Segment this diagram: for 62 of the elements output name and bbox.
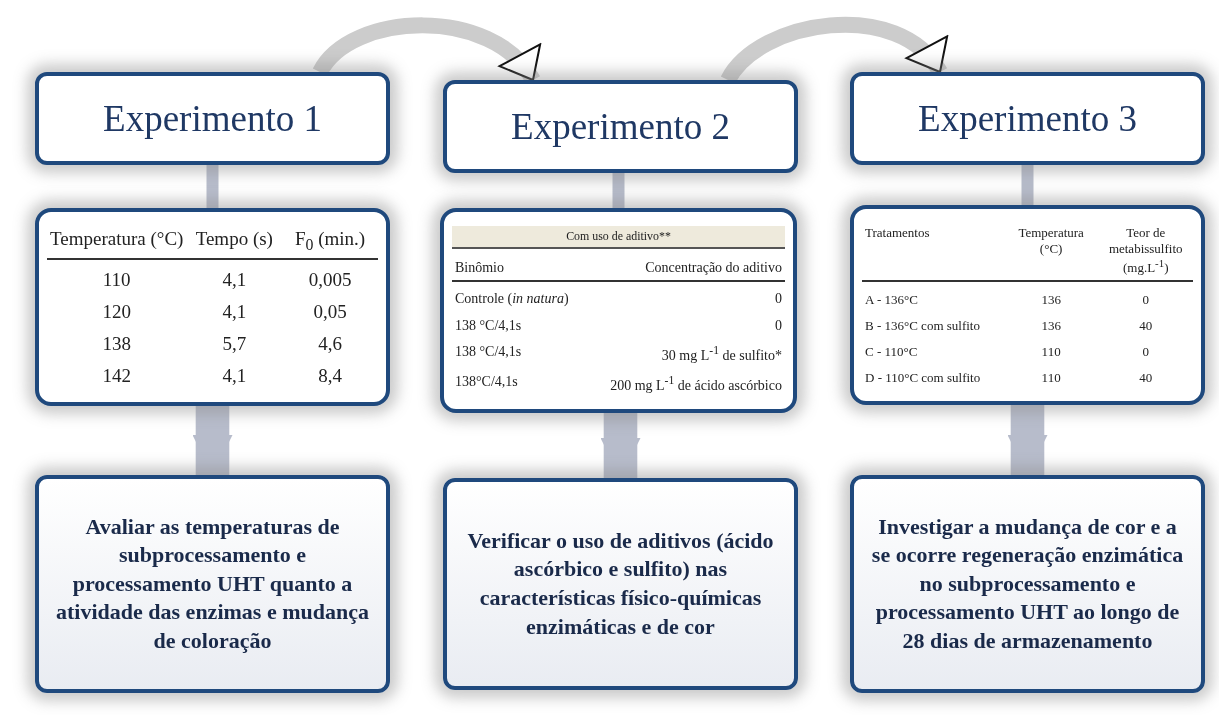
table-cell-text: 4,1 bbox=[221, 363, 248, 388]
title-box bbox=[443, 80, 798, 173]
table-cell-text: 4,1 bbox=[221, 267, 248, 292]
column-header: Tempo (s) bbox=[186, 226, 283, 260]
table-cell-text: A - 136°C bbox=[864, 290, 919, 309]
block-arrow bbox=[600, 413, 641, 478]
title-box bbox=[850, 72, 1205, 165]
table-cell-text: D - 110°C com sulfito bbox=[864, 368, 982, 387]
column-header: Teor de metabissulfito (mg.L$^{-1}$) bbox=[1098, 223, 1193, 283]
block-arrow bbox=[192, 406, 233, 475]
objective-box bbox=[443, 478, 798, 690]
table-cell-text: 110 bbox=[1040, 368, 1062, 387]
table-cell-text: 40 bbox=[1138, 316, 1154, 335]
title-box bbox=[35, 72, 390, 165]
table-cell-text: 136 bbox=[1040, 316, 1062, 335]
table-panel bbox=[440, 208, 797, 413]
column-header: Temperatura (°C) bbox=[1003, 223, 1099, 283]
table-caption: Com uso de aditivo** bbox=[452, 226, 785, 250]
column-header: F$_{0}$ (min.) bbox=[282, 226, 378, 260]
table-cell-text: 138 °C/4,1s bbox=[454, 316, 523, 335]
objective-text: Investigar a mudança de cor e a se ocorre regeneração enzimática no subprocessamento e processamento UHT ao longo de 28 dias de armazenamento bbox=[870, 512, 1185, 655]
table-cell-text: Controle (in natura) bbox=[454, 290, 570, 309]
table-cell-text: 0 bbox=[1141, 290, 1150, 309]
objective-box bbox=[35, 475, 390, 693]
table-cell-text: 142 bbox=[101, 363, 132, 388]
table-cell-text: 4,1 bbox=[221, 299, 248, 324]
connector bbox=[1021, 165, 1034, 205]
connector bbox=[206, 165, 219, 208]
table-cell-text: 138°C/4,1s bbox=[454, 372, 519, 391]
table-cell-text: 0 bbox=[1141, 342, 1150, 361]
table-cell-text: 120 bbox=[101, 299, 132, 324]
table-panel bbox=[850, 205, 1205, 405]
table-cell-text: B - 136°C com sulfito bbox=[864, 316, 981, 335]
objective-text: Verificar o uso de aditivos (ácido ascórbico e sulfito) nas características físico-químicas enzimáticas e de cor bbox=[466, 526, 775, 641]
table-cell-text: 138 °C/4,1s bbox=[454, 342, 523, 361]
table-cell-text: 0 bbox=[774, 290, 783, 309]
table-cell-text: 0,005 bbox=[307, 267, 353, 292]
experiment-title: Experimento 1 bbox=[103, 97, 322, 140]
column-header: Concentração do aditivo bbox=[596, 257, 785, 282]
table-cell-text: 138 bbox=[101, 331, 132, 356]
table-cell-text: 30 mg L$^{-1}$ de sulfito* bbox=[660, 342, 783, 365]
table-cell-text: 110 bbox=[101, 267, 132, 292]
column-header: Temperatura (°C) bbox=[47, 226, 187, 260]
table-cell-text: C - 110°C bbox=[864, 342, 919, 361]
block-arrow bbox=[1007, 405, 1048, 475]
table-cell-text: 0 bbox=[774, 316, 783, 335]
objective-text: Avaliar as temperaturas de subprocessamento e processamento UHT quanto a atividade das enzimas e mudança de coloração bbox=[55, 512, 370, 655]
column-header: Tratamentos bbox=[862, 223, 1004, 283]
table-cell-text: 4,6 bbox=[317, 331, 343, 356]
table-cell-text: 110 bbox=[1040, 342, 1062, 361]
objective-box bbox=[850, 475, 1205, 693]
column-header: Binômio bbox=[452, 257, 597, 282]
table-cell-text: 0,05 bbox=[312, 299, 348, 324]
table-cell-text: 40 bbox=[1138, 368, 1154, 387]
experiment-title: Experimento 3 bbox=[918, 97, 1137, 140]
table-panel bbox=[35, 208, 390, 406]
table-cell-text: 200 mg L$^{-1}$ de ácido ascórbico bbox=[609, 372, 783, 395]
connector bbox=[612, 173, 625, 208]
table-cell-text: 8,4 bbox=[317, 363, 343, 388]
table-cell-text: 5,7 bbox=[221, 331, 248, 356]
experiment-title: Experimento 2 bbox=[511, 105, 730, 148]
table-cell-text: 136 bbox=[1040, 290, 1062, 309]
